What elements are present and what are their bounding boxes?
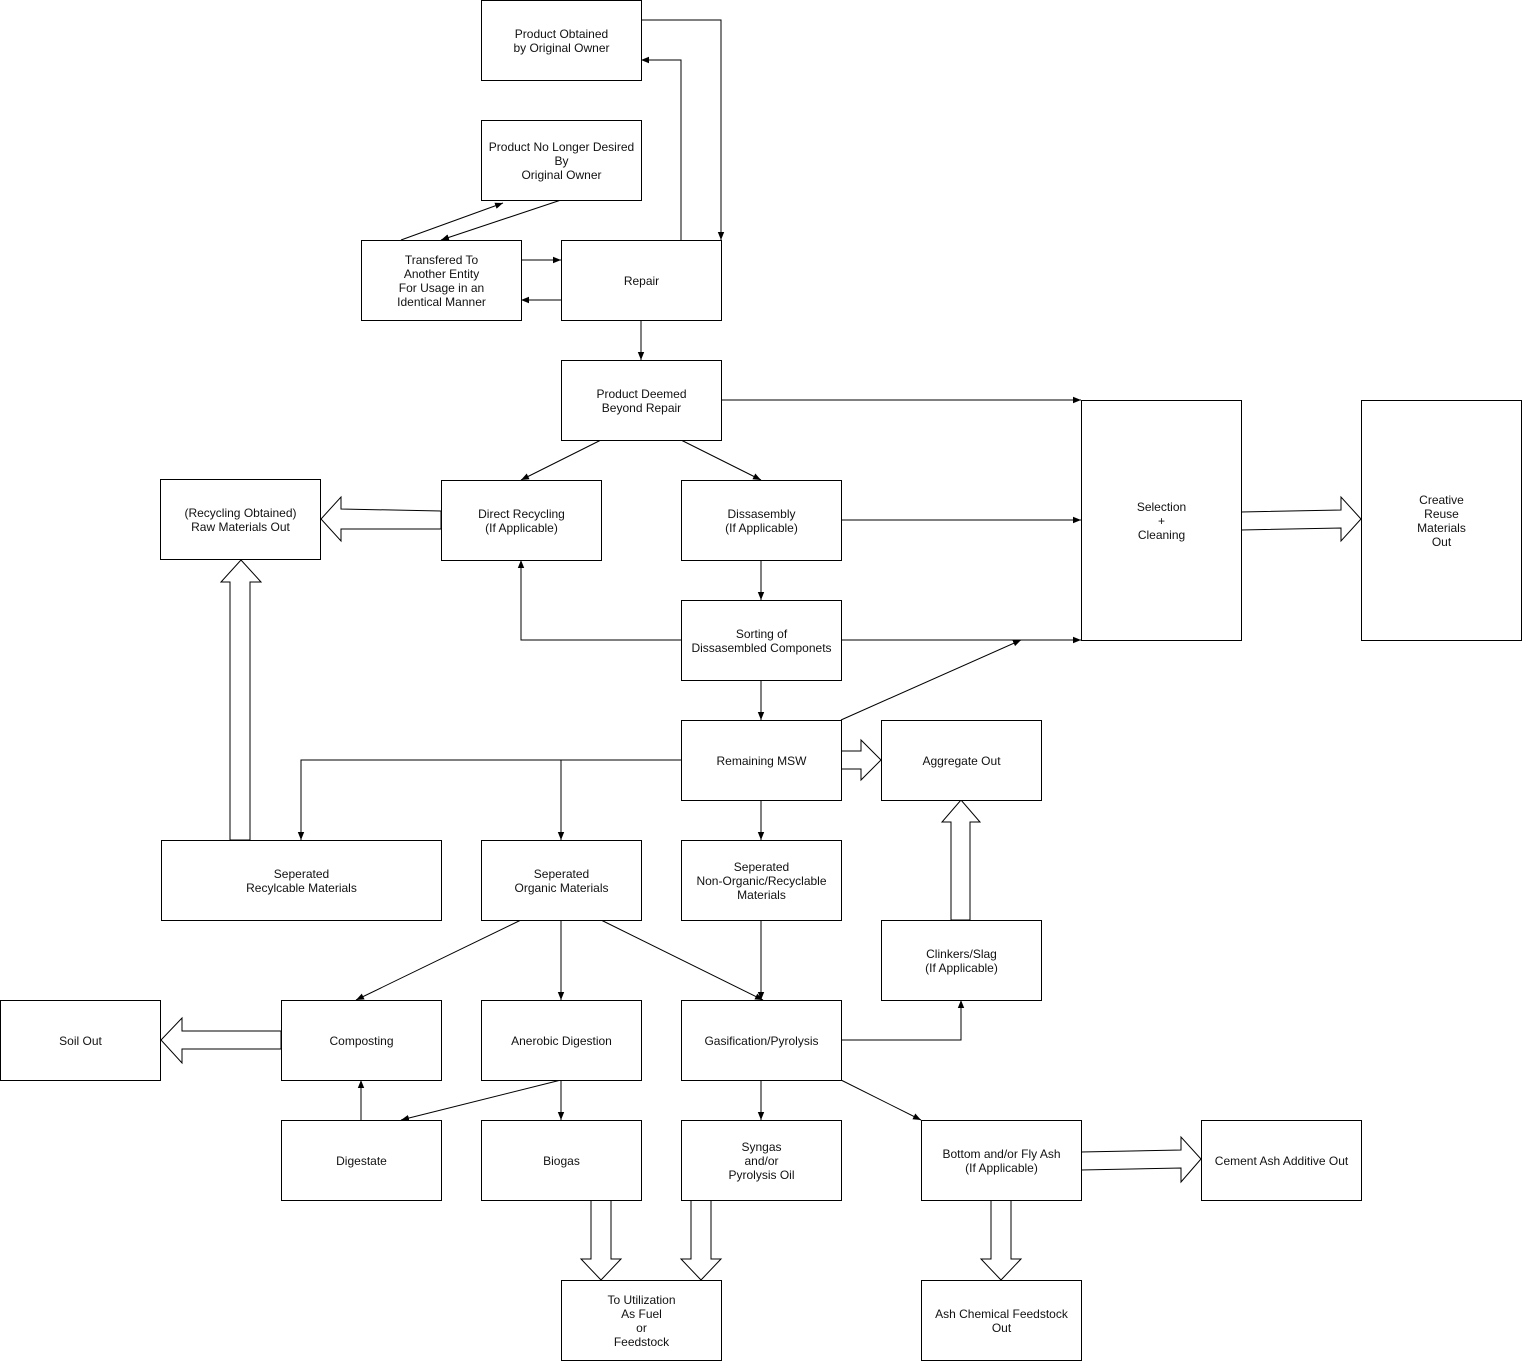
node-seperated-recyclable: Seperated Recylcable Materials: [161, 840, 442, 921]
edge-product-obtained-to-repair: [641, 19, 725, 240]
node-syngas-pyrolysis-oil: Syngas and/or Pyrolysis Oil: [681, 1120, 842, 1201]
edge-beyond-repair-to-dissasembly: [680, 439, 762, 481]
node-direct-recycling: Direct Recycling (If Applicable): [441, 480, 602, 561]
edge-gasification-to-clinkers: [841, 1000, 965, 1041]
block-arrow-biogas-to-utilization: [579, 1199, 623, 1281]
node-composting: Composting: [281, 1000, 442, 1081]
node-repair: Repair: [561, 240, 722, 321]
edge-beyond-repair-to-direct-recycling: [520, 439, 602, 481]
node-selection-cleaning: Selection + Cleaning: [1081, 400, 1242, 641]
edge-sorting-to-direct-recycling: [517, 560, 681, 641]
block-arrow-syngas-to-utilization: [679, 1199, 723, 1281]
node-seperated-organic: Seperated Organic Materials: [481, 840, 642, 921]
block-arrow-composting-to-soil: [160, 1016, 282, 1065]
node-sorting-of-components: Sorting of Dissasembled Componets: [681, 600, 842, 681]
edge-gasification-to-ash: [840, 1079, 922, 1121]
edge-sep-organic-to-composting: [355, 919, 522, 1001]
node-product-no-longer-desired: Product No Longer Desired By Original Ow…: [481, 120, 642, 201]
block-arrow-selection-to-creative-reuse: [1240, 495, 1362, 543]
node-soil-out: Soil Out: [0, 1000, 161, 1081]
node-anerobic-digestion: Anerobic Digestion: [481, 1000, 642, 1081]
node-recycling-raw-materials-out: (Recycling Obtained) Raw Materials Out: [160, 479, 321, 560]
edge-repair-to-product-obtained: [641, 56, 682, 240]
node-ash-chemical-feedstock-out: Ash Chemical Feedstock Out: [921, 1280, 1082, 1361]
edge-anerobic-to-digestate: [400, 1079, 562, 1122]
node-digestate: Digestate: [281, 1120, 442, 1201]
edge-remaining-msw-to-sep-recyclable: [297, 759, 681, 840]
block-arrow-msw-to-aggregate: [840, 738, 882, 782]
edge-no-longer-desired-to-transfered: [440, 199, 562, 241]
node-product-deemed-beyond-repair: Product Deemed Beyond Repair: [561, 360, 722, 441]
node-aggregate-out: Aggregate Out: [881, 720, 1042, 801]
block-arrow-sep-recyclable-to-raw-out: [219, 559, 263, 841]
block-arrow-direct-recycling-to-raw-out: [320, 495, 442, 543]
node-seperated-nonorganic: Seperated Non-Organic/Recyclable Materia…: [681, 840, 842, 921]
node-clinkers-slag: Clinkers/Slag (If Applicable): [881, 920, 1042, 1001]
node-gasification-pyrolysis: Gasification/Pyrolysis: [681, 1000, 842, 1081]
node-dissasembly: Dissasembly (If Applicable): [681, 480, 842, 561]
node-product-obtained: Product Obtained by Original Owner: [481, 0, 642, 81]
node-creative-reuse-materials-out: Creative Reuse Materials Out: [1361, 400, 1522, 641]
block-arrow-ash-to-cement: [1080, 1135, 1202, 1184]
edge-remaining-msw-to-selection: [840, 639, 1022, 721]
node-cement-ash-additive-out: Cement Ash Additive Out: [1201, 1120, 1362, 1201]
node-transfered-to-another-entity: Transfered To Another Entity For Usage i…: [361, 240, 522, 321]
block-arrow-clinkers-to-aggregate: [940, 799, 982, 921]
node-biogas: Biogas: [481, 1120, 642, 1201]
edge-transfered-to-no-longer-desired: [400, 202, 504, 241]
edge-sep-organic-to-gasification: [600, 919, 764, 1001]
node-bottom-fly-ash: Bottom and/or Fly Ash (If Applicable): [921, 1120, 1082, 1201]
block-arrow-ash-to-feedstock: [979, 1199, 1023, 1281]
node-remaining-msw: Remaining MSW: [681, 720, 842, 801]
node-to-utilization: To Utilization As Fuel or Feedstock: [561, 1280, 722, 1361]
